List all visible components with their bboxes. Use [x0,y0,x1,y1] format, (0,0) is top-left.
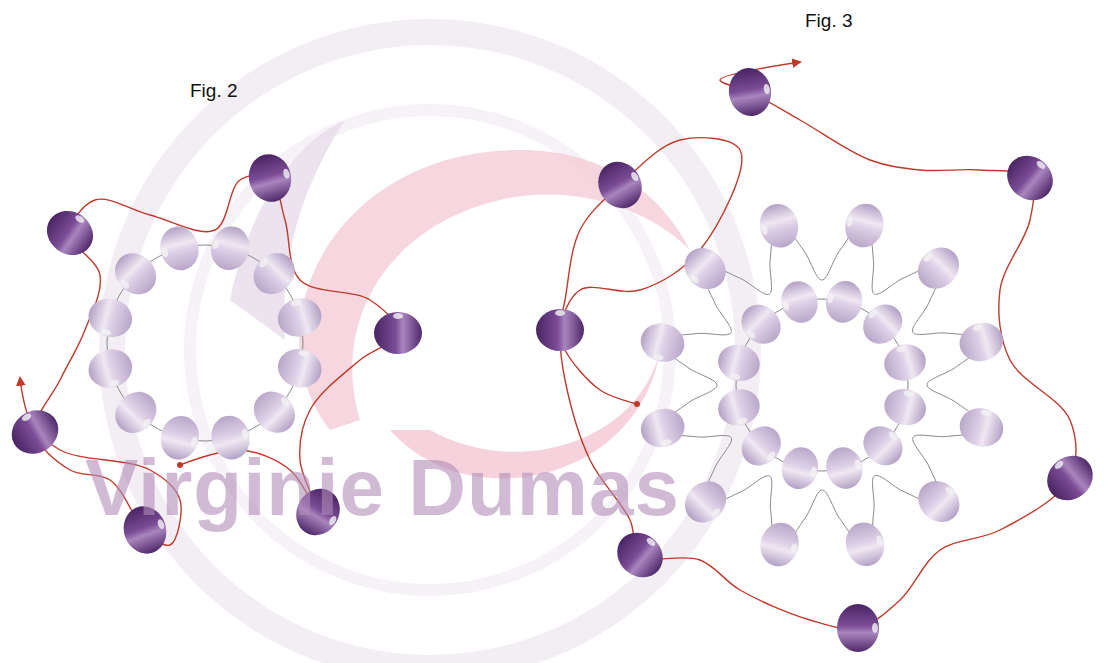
working-thread [560,62,1076,629]
light-bead [733,297,788,352]
dark-bead [374,312,422,354]
figure-label: Fig. 3 [805,10,853,32]
light-bead [677,473,735,531]
inner-thread [107,245,303,441]
watermark-logo [112,32,748,663]
dark-bead [244,149,297,206]
light-bead [909,239,967,297]
watermark-text: Virginie Dumas [85,442,680,534]
thread-start [634,401,640,407]
light-bead [245,245,303,303]
outer-thread [658,221,987,550]
dark-bead [725,65,775,120]
light-bead [245,383,303,441]
light-bead [855,418,910,473]
light-bead [107,383,165,441]
light-bead [206,222,254,274]
light-bead [155,222,203,274]
light-bead [273,293,325,341]
light-bead [714,340,764,386]
light-bead [880,384,930,430]
light-bead [84,294,136,342]
light-bead [676,240,734,298]
light-bead [756,518,804,570]
light-bead [821,277,867,327]
light-bead [955,403,1007,451]
light-bead [107,245,165,303]
light-bead [734,418,789,473]
dark-bead [590,154,650,217]
light-bead [84,344,136,392]
light-bead [274,344,326,392]
light-bead [880,340,930,386]
light-bead [822,443,868,493]
dark-bead [837,604,879,652]
light-bead [855,296,910,351]
light-bead [840,199,888,251]
light-bead [841,518,889,570]
dark-bead [4,402,67,462]
light-bead [755,200,803,252]
dark-bead [1038,446,1102,509]
dark-bead [536,309,584,351]
light-bead [777,277,823,327]
light-bead [910,472,968,530]
dark-bead [998,146,1062,209]
figure-label: Fig. 2 [190,80,238,102]
light-bead [955,318,1007,366]
light-bead [636,319,688,367]
light-bead [777,443,823,493]
light-bead [714,385,764,431]
figure-3 [536,62,1102,652]
dark-bead [608,523,672,586]
dark-bead [38,202,101,264]
